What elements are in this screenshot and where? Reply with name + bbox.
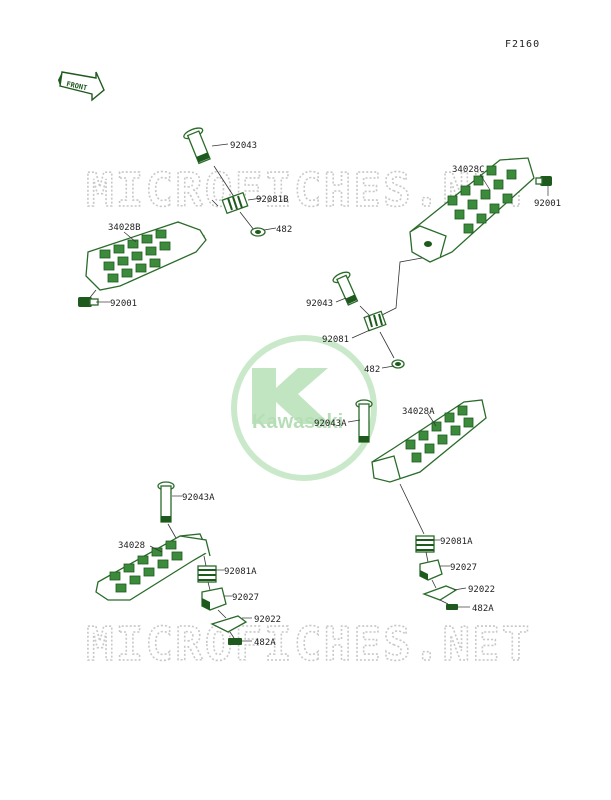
lower-right-assembly [355, 399, 487, 610]
label-92043a-right: 92043A [314, 419, 347, 429]
label-34028b: 34028B [108, 223, 141, 233]
label-92043-upper-left: 92043 [230, 141, 257, 151]
label-482-upper-left: 482 [276, 225, 292, 235]
holder-92027-left [201, 587, 227, 611]
label-92027-right: 92027 [450, 563, 477, 573]
kawasaki-logo-text: Kawasaki [252, 411, 343, 433]
part-labels: 92043 92081B 482 34028B 92001 34028C 920… [108, 141, 561, 648]
kawasaki-logo: Kawasaki [231, 335, 377, 481]
front-arrow-icon: FRONT [58, 71, 105, 102]
spring-92081a-left [197, 565, 217, 583]
label-92081a-left: 92081A [224, 567, 257, 577]
label-92001-left: 92001 [110, 299, 137, 309]
label-92001-right: 92001 [534, 199, 561, 209]
label-34028a: 34028A [402, 407, 435, 417]
upper-left-assembly [78, 127, 266, 307]
footpeg-34028 [95, 533, 211, 601]
lower-left-assembly [95, 481, 248, 645]
holder-92027-right [419, 559, 443, 581]
footpeg-34028b [85, 221, 207, 291]
upper-right-assembly [332, 157, 552, 369]
figure-code: F2160 [505, 39, 540, 50]
bolt-92001-right [535, 176, 552, 186]
clip-482a-left [228, 638, 242, 645]
watermark-bottom: MICROFICHES.NET [86, 617, 531, 671]
label-92027-left: 92027 [232, 593, 259, 603]
label-92081a-right: 92081A [440, 537, 473, 547]
label-92022-left: 92022 [254, 615, 281, 625]
footpeg-34028c [409, 157, 535, 263]
label-482a-right: 482A [472, 604, 494, 614]
label-34028: 34028 [118, 541, 145, 551]
spring-92081b [211, 191, 249, 215]
clip-482-left [250, 227, 266, 237]
label-92043a-left: 92043A [182, 493, 215, 503]
pin-92043-right [332, 271, 359, 306]
label-92081: 92081 [322, 335, 349, 345]
plate-92022-right [422, 585, 458, 601]
label-482-upper-right: 482 [364, 365, 380, 375]
label-482a-left: 482A [254, 638, 276, 648]
spring-92081 [363, 310, 387, 332]
spring-92081a-right [415, 535, 435, 553]
clip-482a-right [446, 604, 458, 610]
pin-92043a-right [355, 399, 373, 443]
label-92022-right: 92022 [468, 585, 495, 595]
pin-92043-left [183, 127, 211, 165]
leader-lines [96, 143, 549, 642]
label-92081b: 92081B [256, 195, 289, 205]
footpeg-34028a [371, 399, 487, 483]
label-34028c: 34028C [452, 165, 485, 175]
bolt-92001-left [78, 297, 99, 307]
label-92043-upper-right: 92043 [306, 299, 333, 309]
pin-92043a-left [157, 481, 175, 523]
clip-482-right [391, 359, 405, 369]
plate-92022-left [210, 615, 248, 633]
